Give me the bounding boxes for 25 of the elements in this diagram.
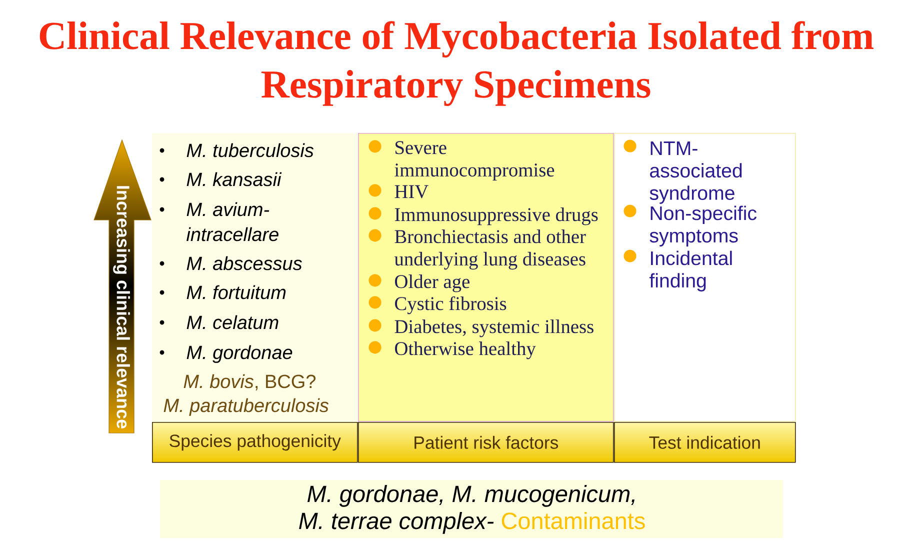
list-item: Cystic fibrosis bbox=[395, 296, 506, 314]
list-item: M. bovis, BCG? bbox=[184, 374, 316, 390]
list-item: M. abscessus bbox=[186, 256, 302, 270]
list-item: NTM- associated syndrome bbox=[650, 142, 742, 204]
title: Clinical Relevance of Mycobacteria Isolated from Respiratory Specimens bbox=[40, 21, 874, 106]
list-item: M. tuberculosis bbox=[186, 143, 314, 158]
list-item: Otherwise healthy bbox=[395, 342, 536, 360]
header-cell: Species pathogenicity bbox=[152, 422, 358, 463]
note-band: M. gordonae, M. mucogenicum, M. terrae complex- Contaminants bbox=[160, 480, 783, 538]
list-item: M. paratuberculosis bbox=[164, 398, 329, 416]
list-item: Older age bbox=[395, 274, 470, 292]
header-cell: Patient risk factors bbox=[358, 422, 614, 463]
list-item: Non-specific symptoms bbox=[650, 206, 756, 246]
list-item: Severe immunocompromise bbox=[394, 141, 554, 181]
list-item: Immunosuppressive drugs bbox=[394, 208, 598, 226]
list-item: Diabetes, systemic illness bbox=[394, 320, 594, 338]
header-cell: Test indication bbox=[614, 422, 796, 463]
list-item: Bronchiectasis and other underlying lung diseases bbox=[394, 230, 586, 270]
list-item: Incidental finding bbox=[650, 250, 732, 292]
list-item: M. celatum bbox=[186, 315, 278, 330]
list-item: HIV bbox=[394, 185, 428, 198]
list-item: M. avium- intracellare bbox=[186, 202, 278, 242]
list-item: M. fortuitum bbox=[186, 285, 286, 300]
list-item: M. kansasii bbox=[186, 172, 282, 186]
list-item: M. gordonae bbox=[186, 345, 292, 363]
